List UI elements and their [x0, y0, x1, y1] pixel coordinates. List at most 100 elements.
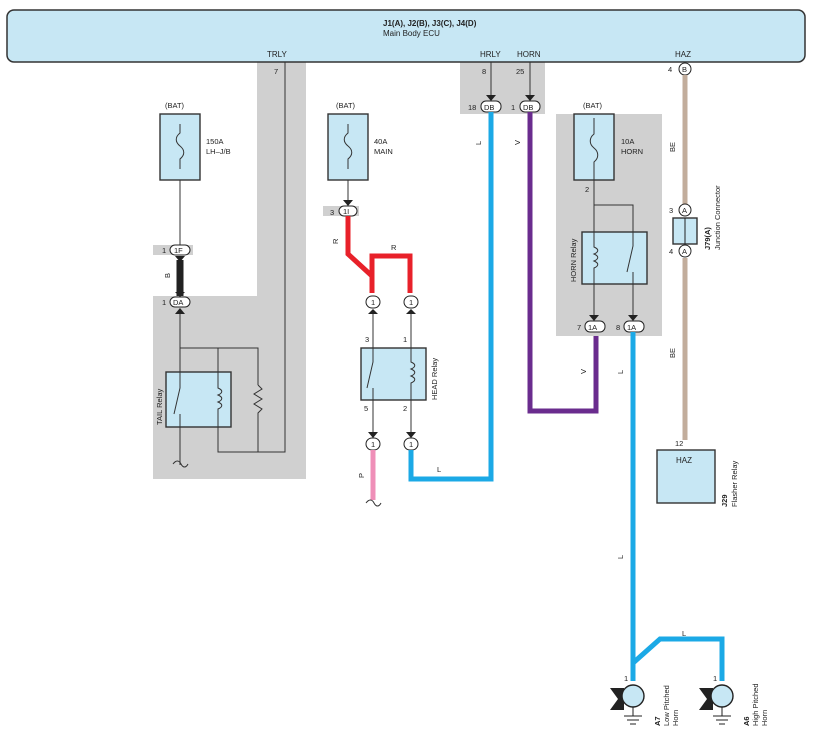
head-relay-pin-2: 2 [403, 404, 407, 413]
conn-8-num: 8 [616, 323, 620, 332]
fuse-tail-rating: 150A [206, 137, 224, 146]
horn-high-code: A6 [742, 716, 751, 726]
horn-low-name2: Horn [671, 710, 680, 726]
conn-1f-num: 1 [162, 246, 166, 255]
wire-label-p: P [357, 473, 366, 478]
fuse-horn-symbol [589, 118, 599, 180]
conn-head-bottom-left-label: 1 [371, 440, 375, 449]
jc-bottom [678, 244, 692, 258]
main-body-ecu [6, 9, 806, 63]
jc-code: J79(A) [703, 227, 712, 250]
horn-low-code: A7 [653, 716, 662, 726]
conn-head-top-right-label: 1 [409, 298, 413, 307]
fuse-tail-box [159, 113, 201, 181]
ecu-terminal-hrly: HRLY [480, 50, 501, 59]
conn-da [169, 296, 191, 308]
conn-head-top-right-icon [406, 309, 416, 314]
ecu-title: J1(A), J2(B), J3(C), J4(D) [383, 19, 477, 28]
head-relay-pin-3: 3 [365, 335, 369, 344]
fuse-main-rating: 40A [374, 137, 387, 146]
conn-db-right-icon [525, 95, 535, 101]
horn-high-name2: Horn [760, 710, 769, 726]
conn-db-left-num: 18 [468, 103, 476, 112]
conn-db-right-num: 1 [511, 103, 515, 112]
horn-high-pin: 1 [713, 674, 717, 683]
conn-head-top-left-label: 1 [371, 298, 375, 307]
conn-1i-label: 1I [343, 207, 349, 216]
head-relay-pin-1: 1 [403, 335, 407, 344]
wire-label-be1: BE [668, 142, 677, 152]
pin-horn: 25 [516, 67, 524, 76]
conn-head-top-left-icon [368, 309, 378, 314]
pin-trly: 7 [274, 67, 278, 76]
fuse-main-source: (BAT) [336, 101, 356, 110]
conn-1f [169, 244, 191, 256]
fuse-horn-rating: 10A [621, 137, 634, 146]
fuse-main-box [327, 113, 369, 181]
ecu-subtitle: Main Body ECU [383, 29, 440, 38]
conn-8-label: 1A [627, 323, 636, 332]
wire-blue-hrly [408, 112, 494, 482]
fuse-tail-name: LH–J/B [206, 147, 231, 156]
horn-relay-coil [592, 232, 599, 284]
wire-purple-horn [527, 112, 599, 414]
fuse-tail-source: (BAT) [165, 101, 185, 110]
tail-relay-label: TAIL Relay [155, 388, 164, 425]
jc-bottom-label: A [682, 247, 687, 256]
wire-blue-horns [630, 332, 725, 681]
horn-low-name1: Low Pitched [662, 685, 671, 726]
conn-haz-b-label: B [682, 65, 687, 74]
horn-relay-switch [626, 232, 634, 284]
head-relay-switch [366, 348, 374, 400]
fuse-tail-symbol [175, 124, 185, 169]
conn-1i-num: 3 [330, 208, 334, 217]
ecu-terminal-horn: HORN [517, 50, 541, 59]
fuse-horn-name: HORN [621, 147, 643, 156]
horn-relay-box [581, 231, 648, 285]
head-relay-box [360, 347, 427, 401]
wire-horn-fuse-out [593, 180, 634, 232]
ecu-terminal-haz: HAZ [675, 50, 691, 59]
ecu-terminal-trly: TRLY [267, 50, 288, 59]
wire-label-v1: V [513, 140, 522, 145]
flasher-name: Flasher Relay [730, 460, 739, 507]
conn-head-bottom-right-icon [406, 432, 416, 438]
jc-pin-3: 3 [669, 206, 673, 215]
wire-label-v2: V [579, 369, 588, 374]
horn-low-symbol [610, 684, 645, 725]
tail-relay-coil [216, 372, 223, 427]
conn-da-label: DA [173, 298, 183, 307]
flasher-pin: 12 [675, 439, 683, 448]
horn-high-name1: High Pitched [751, 683, 760, 726]
wire-label-l5: L [682, 629, 686, 638]
wire-red [345, 216, 413, 293]
conn-8-icon [628, 315, 638, 321]
jc-top [678, 203, 692, 217]
conn-head-top-right [403, 295, 419, 309]
head-relay-coil [409, 348, 416, 400]
fuse-horn-pin: 2 [585, 185, 589, 194]
flasher-label: HAZ [676, 456, 692, 465]
wire-label-b: B [163, 273, 172, 278]
wire-label-r1: R [331, 238, 340, 244]
conn-da-terminal-bottom [175, 308, 185, 314]
wire-label-l1: L [474, 141, 483, 145]
horn-high-symbol [699, 684, 734, 725]
pin-haz: 4 [668, 65, 672, 74]
conn-db-left-label: DB [484, 103, 494, 112]
conn-head-bottom-left-icon [368, 432, 378, 438]
conn-da-terminal-icon [175, 292, 185, 297]
conn-db-right-label: DB [523, 103, 533, 112]
conn-7 [584, 320, 606, 333]
fuse-main-symbol [343, 124, 353, 169]
jc-pin-4: 4 [669, 247, 673, 256]
conn-7-num: 7 [577, 323, 581, 332]
jc-top-label: A [682, 206, 687, 215]
head-relay-label: HEAD Relay [430, 358, 439, 400]
wire-tail-relay-feed [179, 314, 259, 465]
conn-head-top-left [365, 295, 381, 309]
horn-relay-label: HORN Relay [569, 238, 578, 282]
horn-low-pin: 1 [624, 674, 628, 683]
head-relay-pin-5: 5 [364, 404, 368, 413]
